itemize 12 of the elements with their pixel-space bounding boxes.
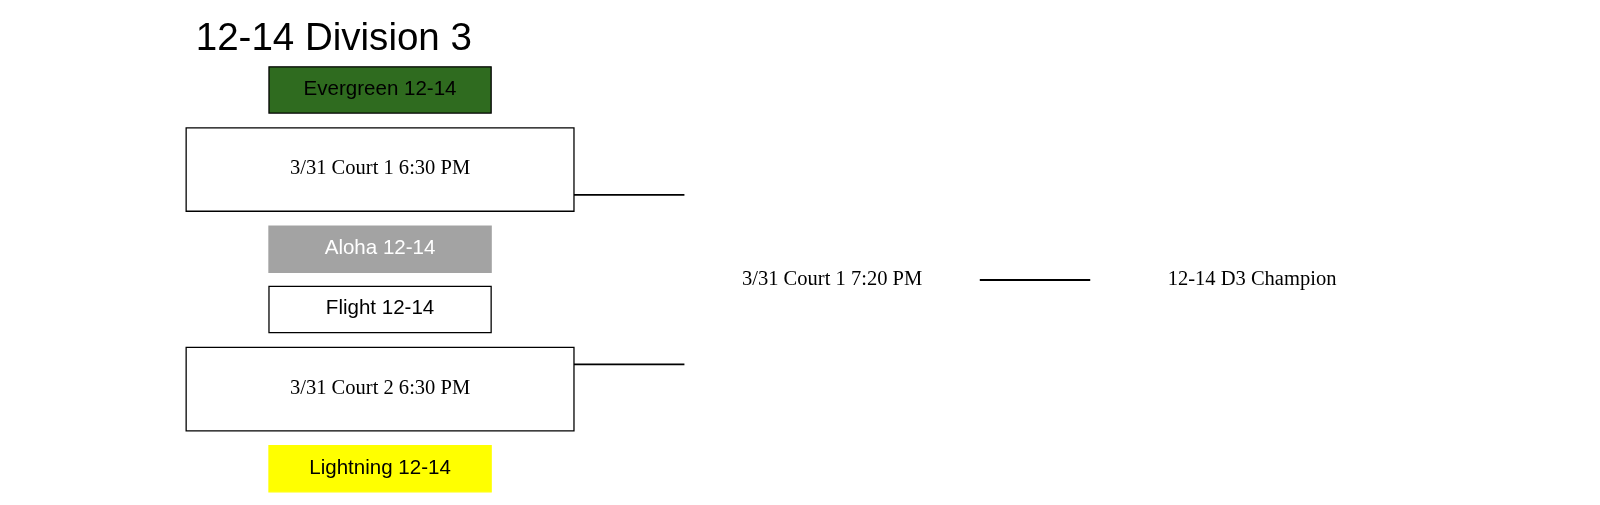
node-box: Lightning 12-14 xyxy=(268,444,492,492)
node-box: Flight 12-14 xyxy=(268,285,492,333)
diagram-title: 12-14 Division 3 xyxy=(195,14,472,58)
connector xyxy=(573,362,686,365)
node-text: 3/31 Court 1 7:20 PM xyxy=(741,266,923,289)
connector xyxy=(978,278,1092,281)
node-box: 3/31 Court 1 6:30 PM xyxy=(185,126,575,212)
connector xyxy=(573,193,686,196)
node-box: Evergreen 12-14 xyxy=(268,65,492,114)
node-box: Aloha 12-14 xyxy=(268,224,492,273)
node-box: 3/31 Court 2 6:30 PM xyxy=(185,346,575,431)
node-text: 12-14 D3 Champion xyxy=(1167,266,1337,289)
